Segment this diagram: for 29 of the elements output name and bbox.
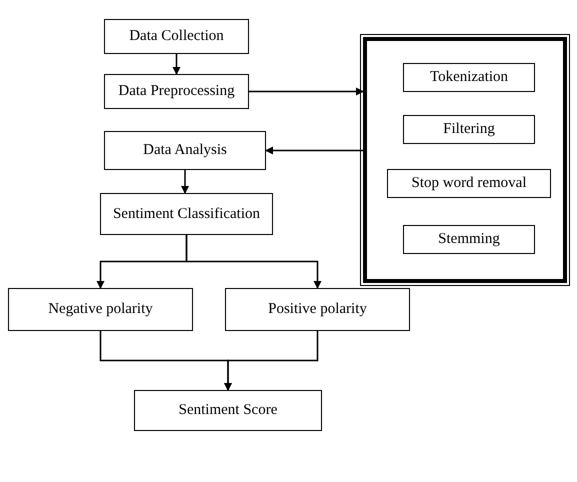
arrow	[265, 146, 363, 154]
process-box	[387, 169, 551, 198]
process-box	[104, 131, 266, 170]
box-label: Stemming	[438, 230, 500, 249]
box-label: Tokenization	[430, 68, 508, 87]
box-label: Sentiment Classification	[112, 204, 260, 224]
box-label: Data Preprocessing	[118, 82, 235, 101]
arrow	[181, 170, 189, 194]
process-box	[100, 193, 273, 235]
arrow	[172, 54, 180, 75]
arrow	[249, 88, 364, 96]
arrow	[186, 235, 322, 289]
arrow	[224, 331, 318, 391]
process-box	[8, 288, 193, 331]
process-box	[403, 63, 535, 92]
process-box	[104, 74, 249, 109]
box-label: Negative polarity	[48, 300, 153, 319]
process-box	[403, 225, 535, 254]
box-label: Data Analysis	[143, 141, 227, 160]
process-box	[403, 115, 535, 144]
box-label: Sentiment Score	[178, 401, 278, 420]
process-box	[225, 288, 410, 331]
box-label: Data Collection	[129, 27, 224, 46]
box-label: Filtering	[443, 120, 495, 139]
box-label: Stop word removal	[412, 174, 526, 193]
box-label: Positive polarity	[268, 300, 367, 319]
group-box	[363, 37, 567, 283]
process-box	[104, 19, 249, 54]
process-box	[134, 390, 322, 431]
